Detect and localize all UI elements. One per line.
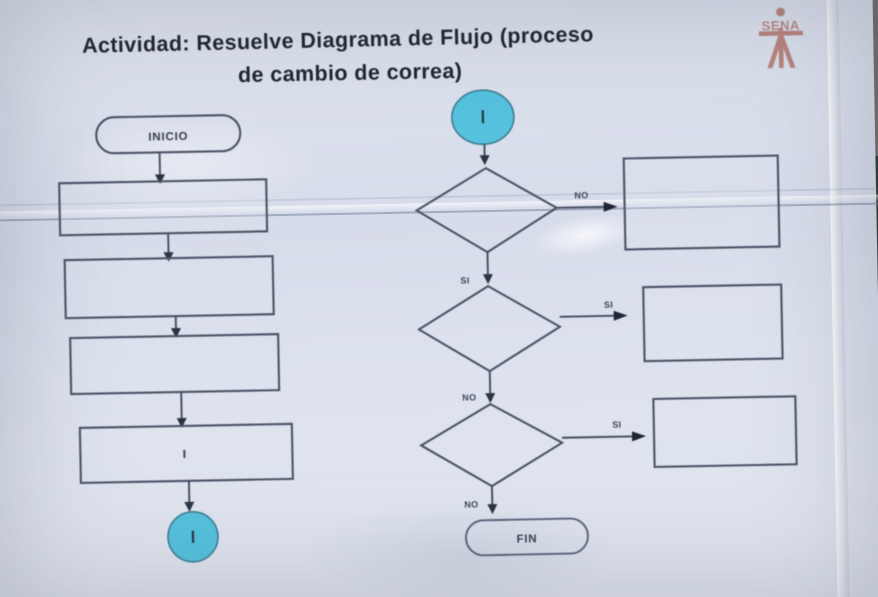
branch-decision2-si: SI [559, 300, 628, 321]
branch-decision2-si-label: SI [604, 300, 613, 310]
right-flow-column: NO SI SI [414, 89, 798, 557]
sena-logo: SENA [744, 5, 817, 72]
branch-decision1-si-label: SI [460, 275, 469, 285]
right-result-box-2 [642, 283, 784, 363]
branch-decision1-no: NO [556, 190, 618, 212]
branch-decision1-si: SI [460, 252, 493, 286]
left-process-box-3 [69, 333, 281, 396]
branch-decision3-no-label: NO [464, 499, 478, 509]
connector-box4-to-end [184, 480, 195, 512]
terminator-fin: FIN [465, 517, 589, 557]
decision-diamond-1 [414, 166, 559, 254]
terminator-inicio: INICIO [95, 114, 242, 155]
decision-diamond-3 [419, 402, 565, 488]
connector-inicio-to-box1 [155, 152, 166, 185]
left-flow-column: INICIO [58, 114, 294, 563]
branch-decision3-si: SI [562, 420, 647, 442]
left-process-box-1 [58, 178, 269, 237]
connector-entry-to-decision1 [479, 144, 490, 166]
left-process-box-2 [63, 255, 275, 320]
connector-box2-to-box3 [170, 316, 181, 339]
branch-decision3-si-label: SI [612, 420, 621, 430]
branch-decision3-no: NO [464, 486, 498, 515]
terminator-fin-label: FIN [516, 533, 537, 545]
sena-logo-mark [758, 7, 803, 69]
branch-decision2-no: NO [462, 371, 496, 404]
decision-diamond-2 [416, 284, 562, 373]
right-result-box-1 [622, 154, 781, 251]
branch-decision1-no-label: NO [574, 190, 588, 200]
left-process-box-4 [78, 422, 294, 485]
connector-box3-to-box4 [176, 391, 187, 428]
right-entry-connector-circle [451, 89, 515, 146]
branch-decision2-no-label: NO [462, 392, 476, 402]
terminator-inicio-label: INICIO [148, 131, 188, 144]
right-result-box-3 [652, 395, 798, 469]
left-end-connector-circle [167, 510, 219, 563]
